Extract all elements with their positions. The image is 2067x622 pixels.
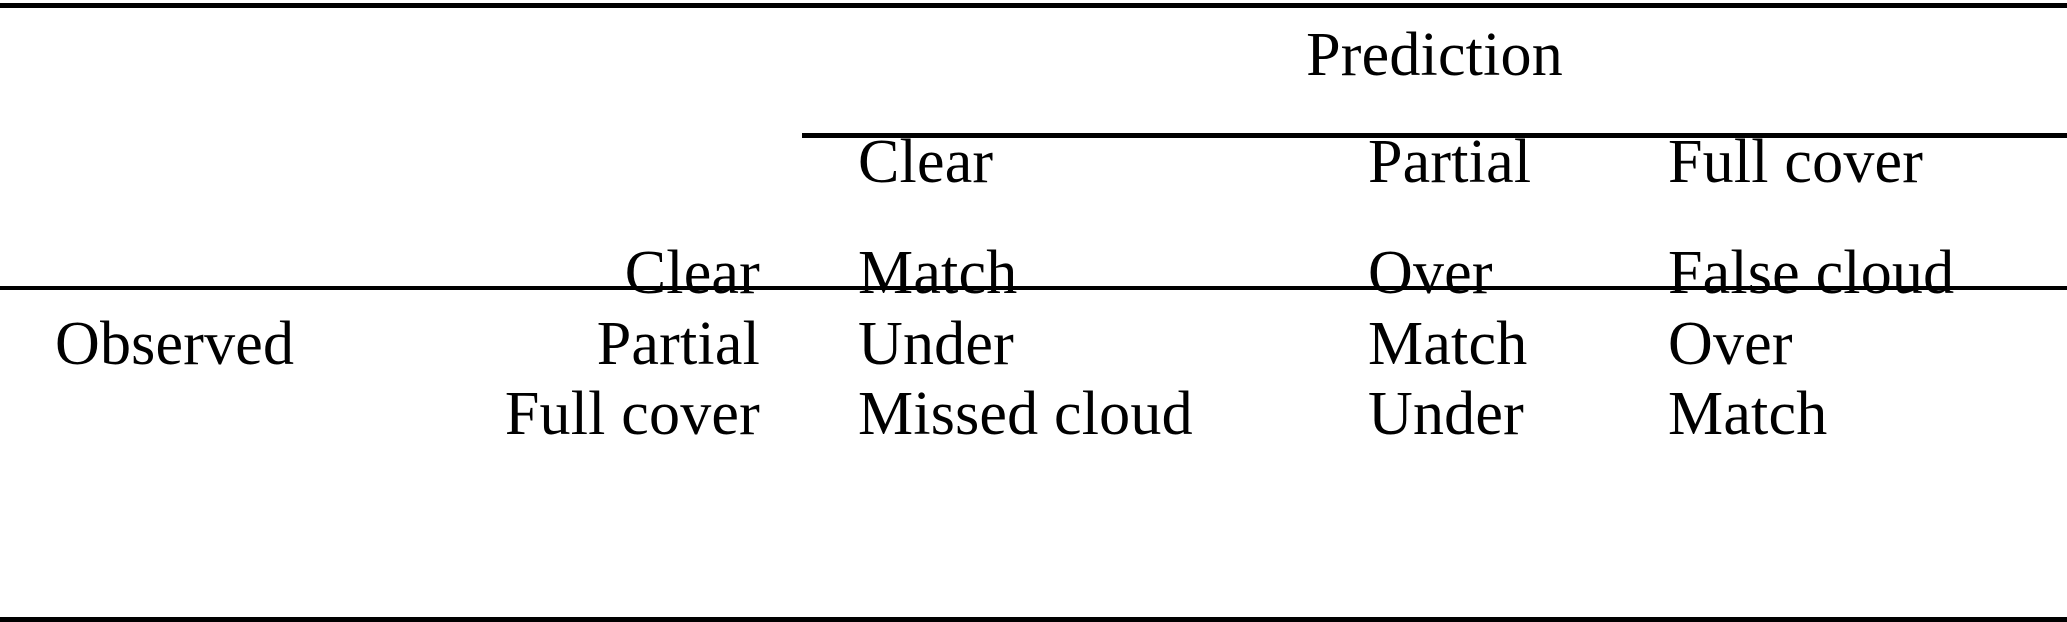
table-bottom-rule [0, 617, 2067, 622]
row-header-clear: Clear [624, 239, 760, 307]
table-cell-partial-full-cover: Over [1668, 310, 1793, 378]
table-cell-partial-partial: Match [1368, 310, 1528, 378]
table-cell-clear-clear: Match [858, 239, 1018, 307]
table-top-rule [0, 3, 2067, 8]
column-header-partial: Partial [1368, 128, 1532, 196]
column-group-header: Prediction [1306, 21, 1563, 89]
table-cell-clear-full-cover: False cloud [1668, 239, 1955, 307]
row-header-full-cover: Full cover [504, 380, 760, 448]
column-header-clear: Clear [858, 128, 994, 196]
row-header-partial: Partial [596, 310, 760, 378]
table-header-rule [0, 286, 2067, 290]
table-cell-clear-partial: Over [1368, 239, 1493, 307]
table-group-rule [802, 133, 2067, 138]
table-cell-full-cover-full-cover: Match [1668, 380, 1828, 448]
column-header-full-cover: Full cover [1668, 128, 1924, 196]
table-cell-full-cover-partial: Under [1368, 380, 1524, 448]
row-group-header: Observed [55, 310, 295, 378]
table-cell-partial-clear: Under [858, 310, 1014, 378]
table-cell-full-cover-clear: Missed cloud [858, 380, 1193, 448]
